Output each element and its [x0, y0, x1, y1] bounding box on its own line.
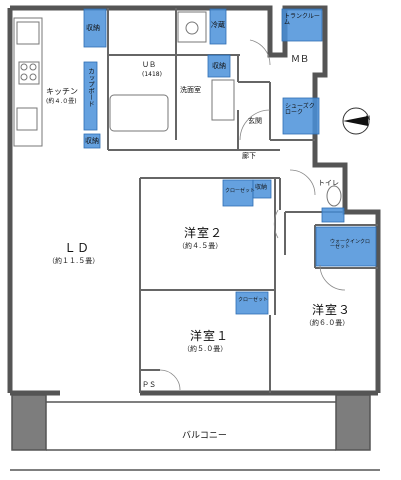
- kitchen-fixtures: [13, 17, 43, 147]
- cupboard-label: カップボード: [86, 68, 95, 107]
- hallway-label: 廊下: [242, 152, 256, 160]
- balcony-label: バルコニー: [182, 431, 227, 441]
- toilet-label: トイレ: [318, 179, 339, 187]
- ub-size: (1418): [142, 71, 162, 78]
- balcony-area: [10, 394, 380, 471]
- western3-size: （約６.０畳）: [305, 319, 350, 327]
- closet-2-label: クローゼット: [225, 188, 256, 194]
- doors: [159, 39, 346, 391]
- interior-walls: [107, 8, 378, 393]
- western2-size: （約４.５畳）: [178, 242, 223, 250]
- kitchen-size: (約４.０畳): [46, 98, 77, 105]
- western1-name: 洋室１: [190, 329, 230, 343]
- ub-name: ＵＢ: [142, 61, 156, 69]
- trunk-room-label: トランクルーム: [284, 13, 320, 26]
- north-arrow-icon: [342, 107, 370, 135]
- ps-label: ＰＳ: [142, 381, 156, 389]
- north-label: Ｎ: [365, 115, 372, 122]
- storage-kitchen-label: 収納: [86, 24, 100, 32]
- storage-kitchen-low-label: 収納: [85, 137, 99, 145]
- mb-label: ＭＢ: [291, 55, 310, 65]
- storage-hall-label: 収納: [255, 184, 268, 191]
- entrance-label: 玄関: [248, 117, 262, 125]
- ld-name: ＬＤ: [64, 241, 91, 255]
- storage-areas: [83, 8, 377, 315]
- kitchen-name: キッチン: [46, 87, 78, 96]
- western3-name: 洋室３: [312, 303, 352, 317]
- western1-size: （約５.０畳）: [183, 345, 228, 353]
- walkin-closet-label: ウォークインクローゼット: [330, 239, 371, 250]
- fridge-label: 冷蔵: [211, 21, 225, 29]
- storage-ub-label: 収納: [212, 62, 226, 70]
- shoes-closet-label: シューズクローク: [285, 103, 315, 116]
- washroom-label: 洗面室: [180, 86, 201, 94]
- western2-name: 洋室２: [184, 226, 224, 240]
- bath-fixtures: [109, 11, 342, 207]
- ld-size: （約１１.５畳）: [48, 257, 100, 265]
- closet-1-label: クローゼット: [238, 297, 269, 303]
